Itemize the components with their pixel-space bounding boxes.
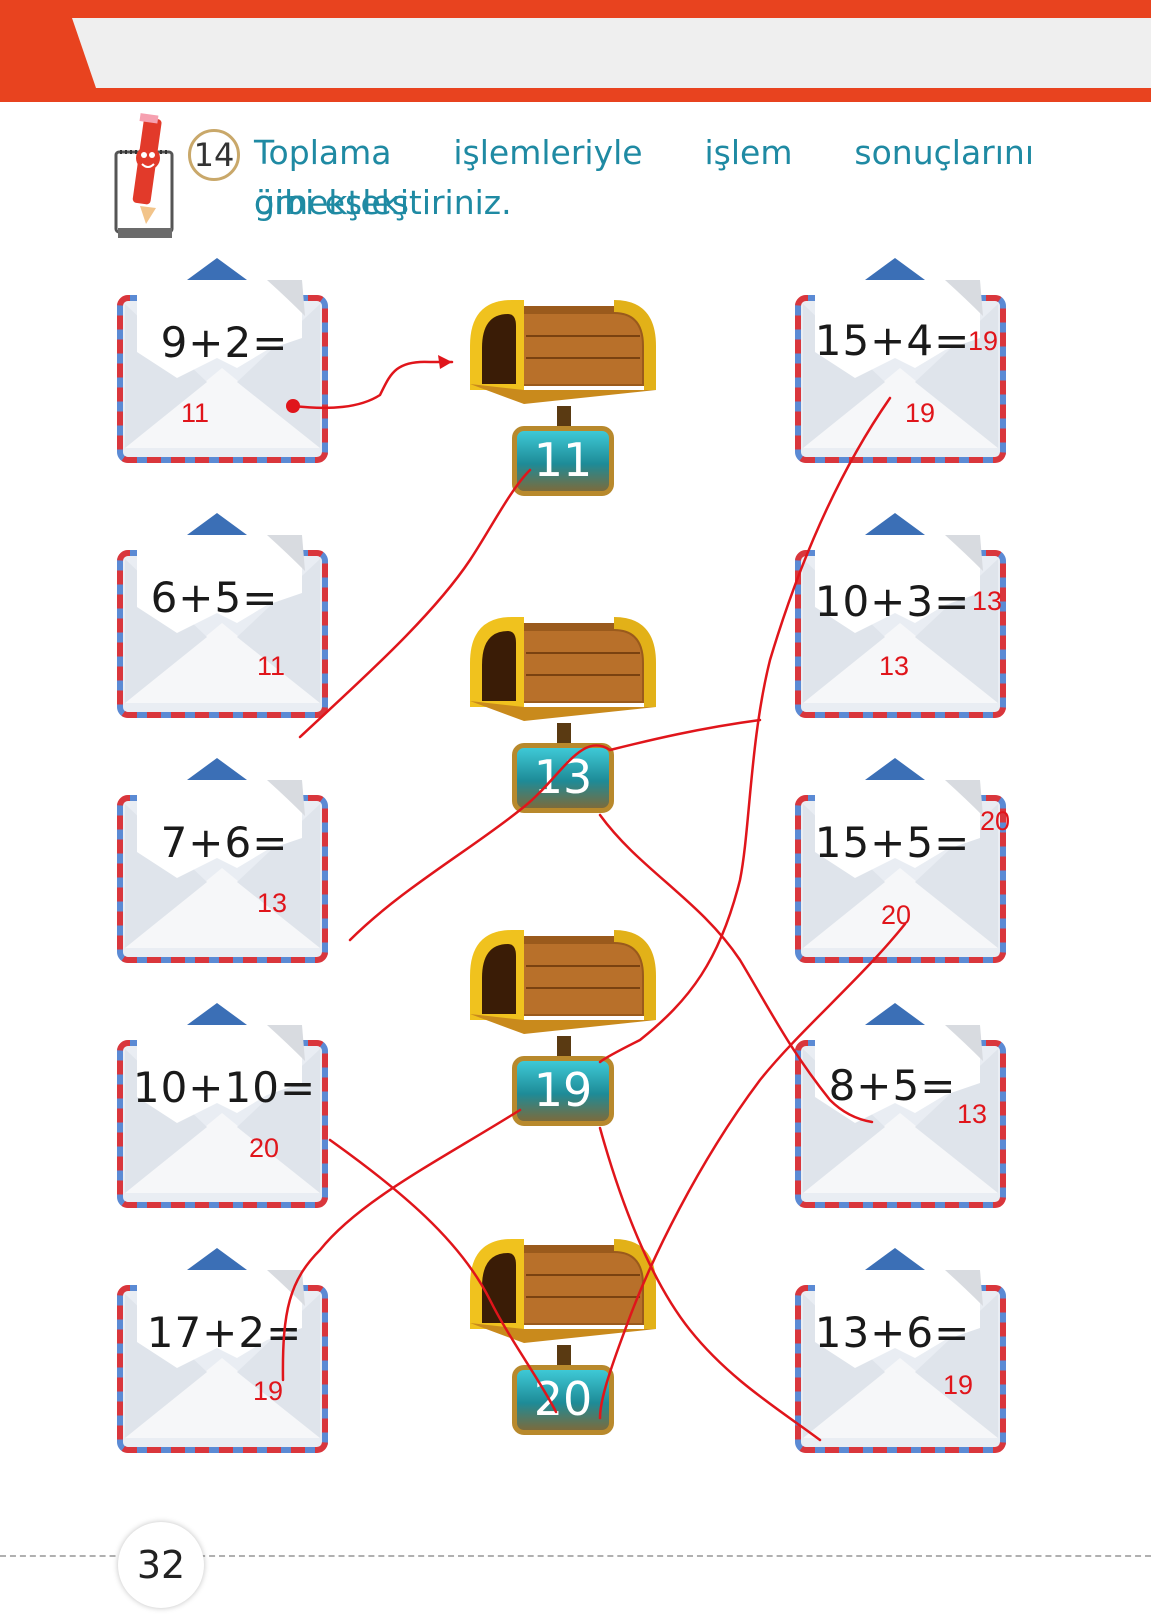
mailbox-20: 20 (464, 1225, 664, 1465)
exercise-number-badge: 14 (188, 129, 240, 181)
left-envelope-1: 9+2= 11 (117, 258, 332, 468)
envelope-expression: 10+10= (132, 1063, 317, 1112)
left-envelope-3: 7+6= 13 (117, 758, 332, 968)
page-number: 32 (118, 1522, 204, 1608)
envelope-expression: 15+5= (814, 818, 971, 867)
written-answer: 19 (905, 398, 936, 428)
written-answer: 19 (943, 1370, 974, 1400)
written-answer: 11 (181, 398, 210, 428)
instruction-text-line2: gibi eşleştiriniz. (254, 183, 512, 222)
written-answer: 13 (879, 651, 910, 681)
written-answer: 19 (253, 1376, 284, 1406)
side-answer: 20 (980, 806, 1011, 836)
written-answer: 13 (257, 888, 288, 918)
written-answer: 11 (257, 651, 286, 681)
envelope-expression: 10+3= (814, 577, 971, 626)
written-answer: 13 (957, 1099, 988, 1129)
envelope-expression: 7+6= (160, 818, 289, 867)
written-answer: 20 (249, 1133, 280, 1163)
pencil-mascot-icon (114, 113, 174, 238)
right-envelope-2: 10+3= 13 (795, 513, 1010, 723)
mailbox-number-plate: 20 (512, 1365, 614, 1435)
mailbox-number-plate: 19 (512, 1056, 614, 1126)
mailbox-19: 19 (464, 916, 664, 1156)
left-envelope-5: 17+2= 19 (117, 1248, 332, 1458)
right-envelope-5: 13+6= 19 (795, 1248, 1010, 1458)
mailbox-number-plate: 13 (512, 743, 614, 813)
left-envelope-2: 6+5= 11 (117, 513, 332, 723)
side-answer: 19 (968, 326, 999, 356)
envelope-expression: 6+5= (150, 573, 279, 622)
right-envelope-4: 8+5= 13 (795, 1003, 1010, 1213)
side-answer: 13 (972, 586, 1003, 616)
mailbox-number-plate: 11 (512, 426, 614, 496)
left-envelope-4: 10+10= 20 (117, 1003, 332, 1213)
footer-dashed-line (0, 1555, 1151, 1557)
right-envelope-1: 15+4= 19 (795, 258, 1010, 468)
envelope-expression: 15+4= (814, 316, 971, 365)
mailbox-11: 11 (464, 286, 664, 526)
written-answer: 20 (881, 900, 912, 930)
envelope-expression: 13+6= (814, 1308, 971, 1357)
envelope-expression: 9+2= (160, 318, 289, 367)
right-envelope-3: 15+5= 20 (795, 758, 1010, 968)
instruction-text-line1: Toplama işlemleriyle işlem sonuçlarını ö… (254, 133, 1034, 222)
mailbox-13: 13 (464, 603, 664, 843)
envelope-expression: 8+5= (828, 1061, 957, 1110)
example-arrow (291, 360, 454, 410)
envelope-expression: 17+2= (146, 1308, 303, 1357)
header-band (0, 0, 1151, 102)
